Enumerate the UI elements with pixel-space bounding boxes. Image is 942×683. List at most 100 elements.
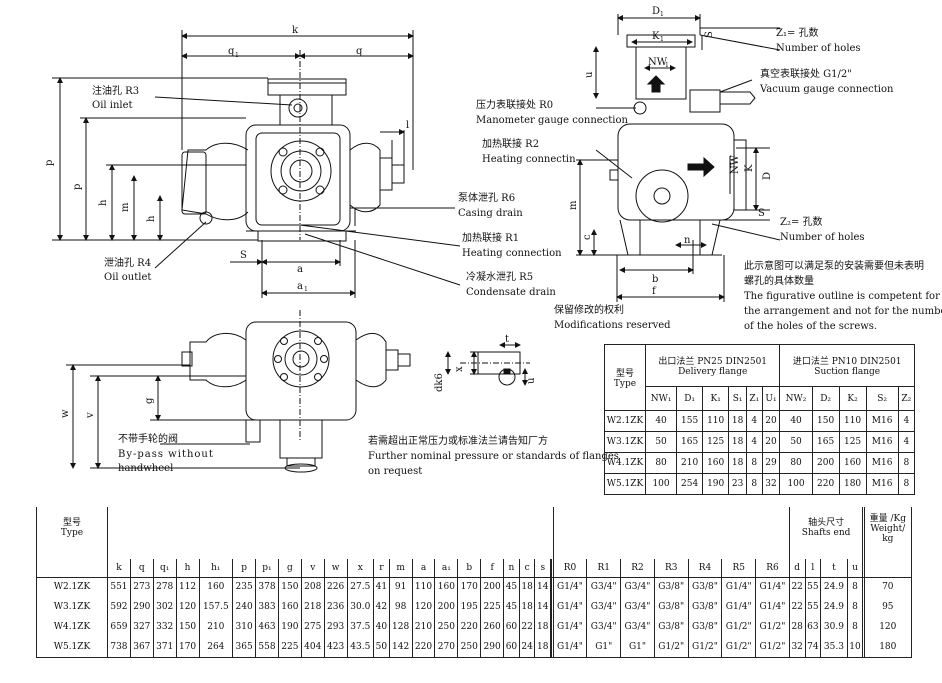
dim-s2: S	[758, 208, 765, 219]
dim-d2: D	[762, 172, 773, 180]
dim-d1-sub: 1	[660, 11, 664, 18]
dim-col-header	[551, 559, 554, 578]
flange-row-type: W2.1ZK	[604, 410, 646, 432]
dim-h: h	[146, 215, 157, 222]
dim-cell: 14	[534, 597, 552, 617]
dim-row-type: W5.1ZK	[36, 637, 108, 658]
flange-cell: 8	[745, 452, 763, 474]
callout-heating-r1-cn: 加热联接 R1	[462, 233, 520, 244]
dim-cell: 24.9	[820, 577, 848, 597]
dim-cell: 170	[457, 577, 482, 597]
flange-cell: 4	[897, 410, 916, 432]
callout-z2: Z₂= 孔数	[780, 217, 823, 228]
dim-col-header: h₁	[198, 559, 234, 578]
dim-cell	[862, 597, 865, 617]
dim-cell: 250	[434, 617, 459, 637]
flange-cell: M16	[865, 452, 899, 474]
flange-cell: 40	[644, 410, 678, 432]
dim-cell: 463	[255, 617, 279, 637]
dim-w: w	[60, 409, 71, 418]
dim-cell: G3/4"	[620, 597, 655, 617]
dim-cell: 22	[788, 597, 806, 617]
dim-cell: 18	[534, 617, 552, 637]
flange-cell: 23	[728, 473, 747, 495]
flange-cell: 125	[838, 431, 867, 453]
dim-type-en: Type	[60, 528, 84, 538]
pressure-note-cn: 若需超出正常压力或标准法兰请告知厂方	[368, 436, 548, 447]
flange-table: 型号 Type 出口法兰 PN25 DIN2501 Delivery flang…	[604, 344, 916, 495]
dim-cell	[551, 577, 554, 597]
dim-col-header: v	[300, 559, 325, 578]
flange-cell: 155	[676, 410, 704, 432]
dim-g: g	[144, 397, 155, 404]
dim-m: m	[120, 202, 131, 212]
dim-col-header: s	[534, 559, 552, 578]
dim-cell: 50	[373, 637, 390, 658]
flange-cell: 80	[644, 452, 678, 474]
flange-col-header: S₂	[865, 386, 899, 411]
callout-vacuum-cn: 真空表联接处 G1/2"	[760, 69, 852, 80]
dim-cell: 290	[480, 637, 505, 658]
flange-cell: 210	[676, 452, 704, 474]
weight-en-1: Weight/	[870, 524, 906, 534]
dim-cell: 383	[255, 597, 279, 617]
front-view-dimension-labels: k q 1 q p p h m h S a a 1 l	[44, 25, 409, 293]
dim-l: l	[406, 120, 409, 131]
dim-col-header: h	[175, 559, 200, 578]
dim-col-header: g	[277, 559, 302, 578]
dim-p1: p	[44, 160, 55, 166]
dim-cell: 40	[373, 617, 390, 637]
weight-header: 重量 /Kg Weight/ kg	[863, 507, 913, 559]
flange-cell: 20	[761, 410, 781, 432]
modifications-cn: 保留修改的权利	[554, 305, 624, 316]
callout-casing-drain-en: Casing drain	[458, 208, 523, 219]
dim-cell: 236	[323, 597, 348, 617]
flange-cell: 4	[745, 410, 763, 432]
callout-z2-en: Number of holes	[780, 232, 865, 243]
flange-col-header: NW₂	[779, 386, 813, 411]
note-en-3: of the holes of the screws.	[744, 321, 878, 332]
dim-cell: 404	[300, 637, 325, 658]
dim-col-header	[862, 559, 865, 578]
dim-col-header: a	[411, 559, 436, 578]
flange-type-cn: 型号	[615, 369, 634, 379]
flange-cell: 100	[644, 473, 678, 495]
dim-cell: 120	[175, 597, 200, 617]
dim-cell: 32	[788, 637, 806, 658]
weight-en-2: kg	[882, 534, 894, 544]
callout-vacuum-en: Vacuum gauge connection	[760, 84, 894, 95]
dim-k: k	[292, 25, 299, 36]
note-cn-1: 此示意图可以满足泵的安装需要但未表明	[744, 261, 924, 272]
flange-col-header: U₁	[761, 386, 781, 411]
flange-col-header: K₂	[838, 386, 867, 411]
dim-cell: 208	[300, 577, 325, 597]
flange-cell: 110	[702, 410, 730, 432]
modifications-en: Modifications reserved	[554, 320, 671, 331]
dim-cell: 327	[129, 617, 154, 637]
dim-a: a	[297, 264, 303, 275]
callout-oil-outlet-en: Oil outlet	[104, 272, 152, 283]
dim-row-type: W3.1ZK	[36, 597, 108, 617]
dim-col-header: u	[846, 559, 864, 578]
dim-col-header: p	[232, 559, 257, 578]
flange-col-header: Z₁	[745, 386, 763, 411]
callout-oil-inlet-cn: 注油孔 R3	[92, 86, 140, 97]
dim-row-type: W4.1ZK	[36, 617, 108, 637]
dim-cell: 551	[107, 577, 131, 597]
dim-cell: G3/4"	[586, 577, 622, 597]
flange-cell: M16	[865, 410, 899, 432]
flange-cell: 20	[761, 431, 781, 453]
flange-cell: 18	[728, 410, 747, 432]
flange-cell: 4	[745, 431, 763, 453]
dim-cell: 659	[107, 617, 131, 637]
dim-cell: 42	[373, 597, 390, 617]
callout-oil-outlet-cn: 泄油孔 R4	[104, 258, 152, 269]
callout-condensate-en: Condensate drain	[466, 287, 556, 298]
dim-cell: 160	[277, 597, 302, 617]
dim-cell: 91	[388, 577, 413, 597]
flange-col-header: D₂	[811, 386, 840, 411]
dimension-table: 型号 Type 轴头尺寸 Shafts end 重量 /Kg Weight/ k…	[36, 507, 913, 658]
dim-cell: 220	[457, 617, 482, 637]
